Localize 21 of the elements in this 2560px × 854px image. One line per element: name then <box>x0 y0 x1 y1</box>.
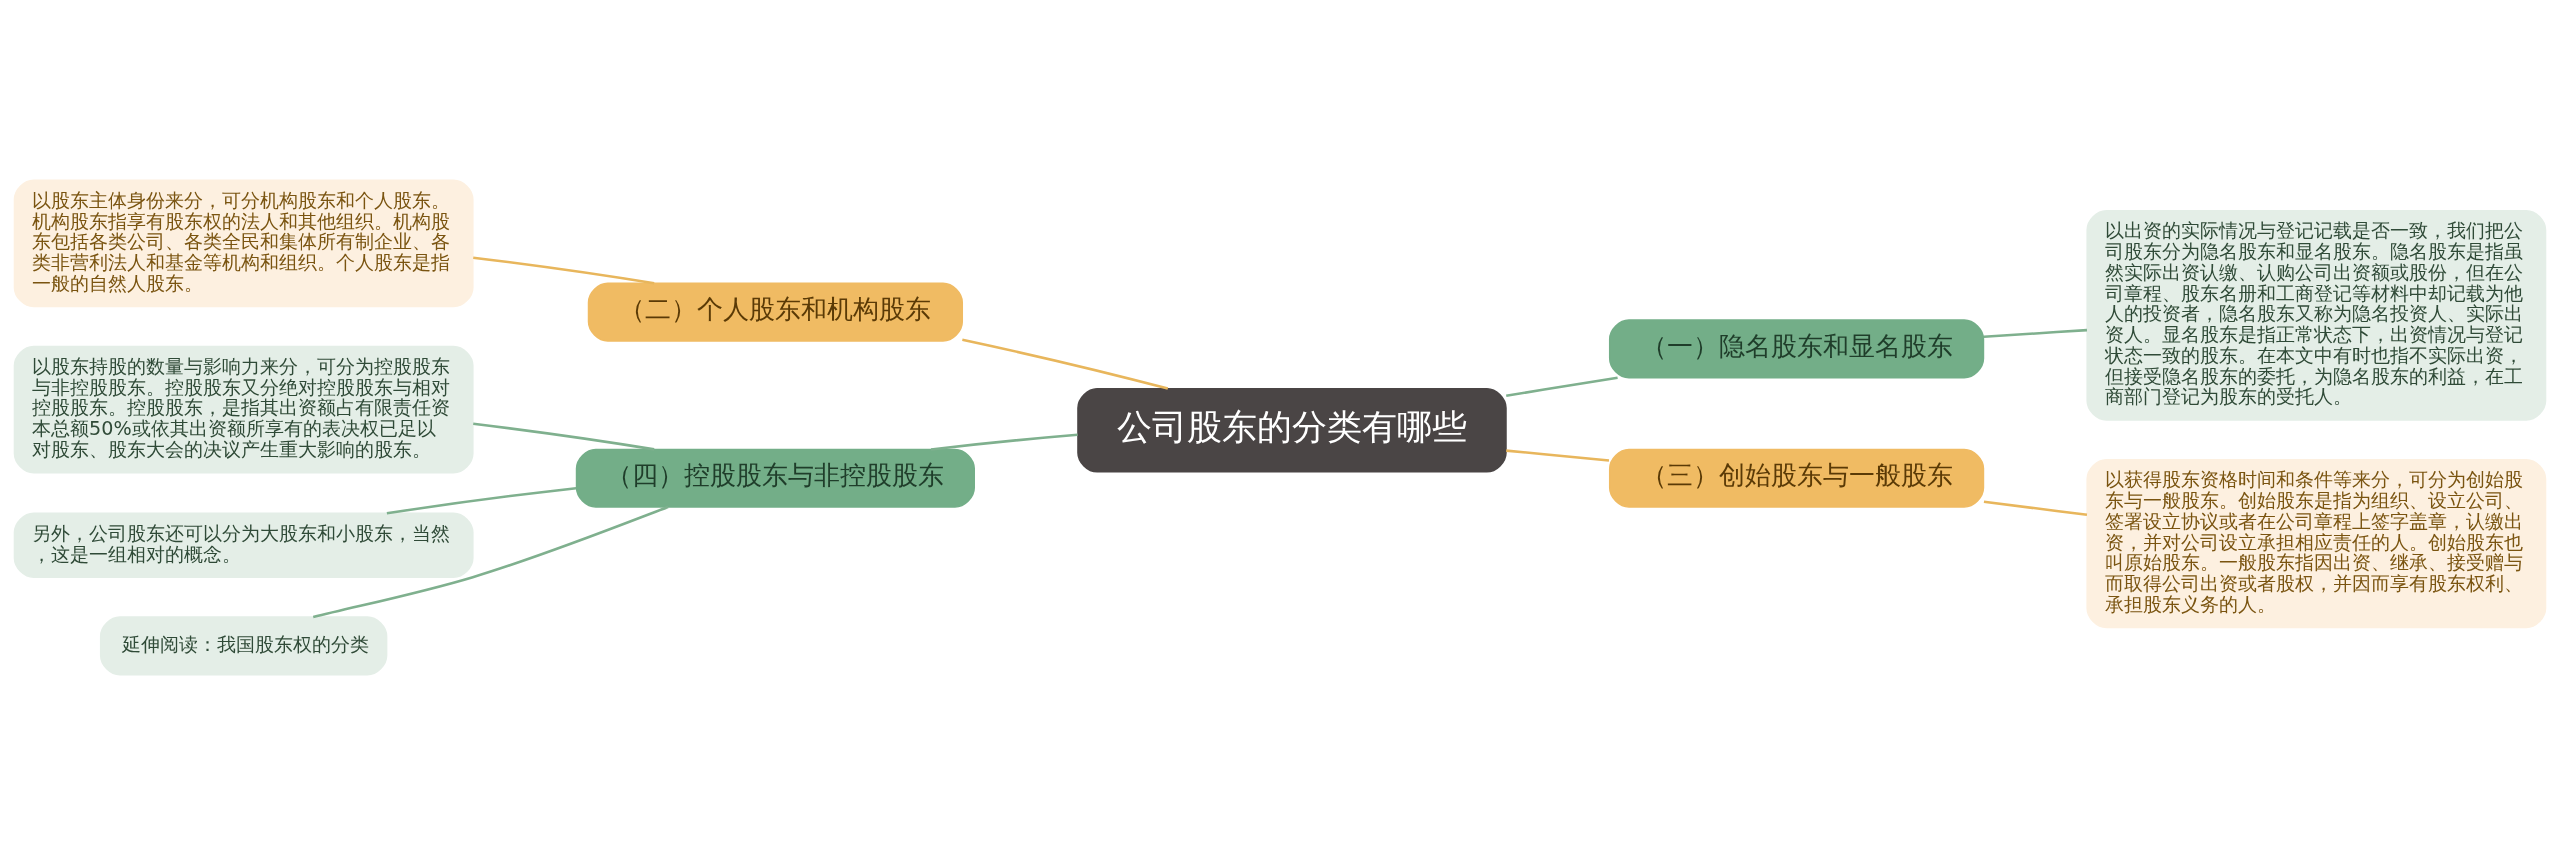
node-box: 公司股东的分类有哪些 <box>1077 387 1507 473</box>
connector <box>473 255 655 285</box>
node-box: （二）个人股东和机构股东 <box>587 282 964 342</box>
connector <box>312 505 669 618</box>
node-box: （三）创始股东与一般股东 <box>1608 448 1985 508</box>
connector <box>962 338 1169 390</box>
connector <box>386 486 577 515</box>
connector <box>1983 328 2088 338</box>
node-box: 以股东持股的数量与影响力来分，可分为控股股东与非控股股东。控股股东又分绝对控股股东与相对控股股东。控股股东，是指其出资额占有限责任资本总额50%或依其出资额所享有的表决权已足以对股东、股东大会的决议产生重大影响的股东。 <box>13 345 474 473</box>
connector <box>1983 499 2088 516</box>
node-box: 延伸阅读：我国股东权的分类 <box>99 615 388 675</box>
node-box: （四）控股股东与非控股股东 <box>575 448 975 508</box>
connector <box>473 421 655 451</box>
node-box: 以股东主体身份来分，可分机构股东和个人股东。机构股东指享有股东权的法人和其他组织。机构股东包括各类公司、各类全民和集体所有制企业、各类非营利法人和基金等机构和组织。个人股东是指一般的自然人股东。 <box>13 179 474 307</box>
connector <box>1506 375 1618 397</box>
node-box: 以出资的实际情况与登记记载是否一致，我们把公司股东分为隐名股东和显名股东。隐名股东是指虽然实际出资认缴、认购公司出资额或股份，但在公司章程、股东名册和工商登记等材料中却记载为他人的投资者，隐名股东又称为隐名投资人、实际出资人。显名股东是指正常状态下，出资情况与登记状态一致的股东。在本文中有时也指不实际出资，但接受隐名股东的委托，为隐名股东的利益，在工商部门登记为股东的受托人。 <box>2086 209 2547 421</box>
node-box: 以获得股东资格时间和条件等来分，可分为创始股东与一般股东。创始股东是指为组织、设立公司、签署设立协议或者在公司章程上签字盖章，认缴出资，并对公司设立承担相应责任的人。创始股东也叫原始股东。一般股东指因出资、继承、接受赠与而取得公司出资或者股权，并因而享有股东权利、承担股东义务的人。 <box>2086 458 2547 628</box>
connector <box>930 433 1078 451</box>
connector <box>1506 448 1610 462</box>
node-box: （一）隐名股东和显名股东 <box>1608 318 1985 378</box>
node-box: 另外，公司股东还可以分为大股东和小股东，当然，这是一组相对的概念。 <box>13 512 474 578</box>
